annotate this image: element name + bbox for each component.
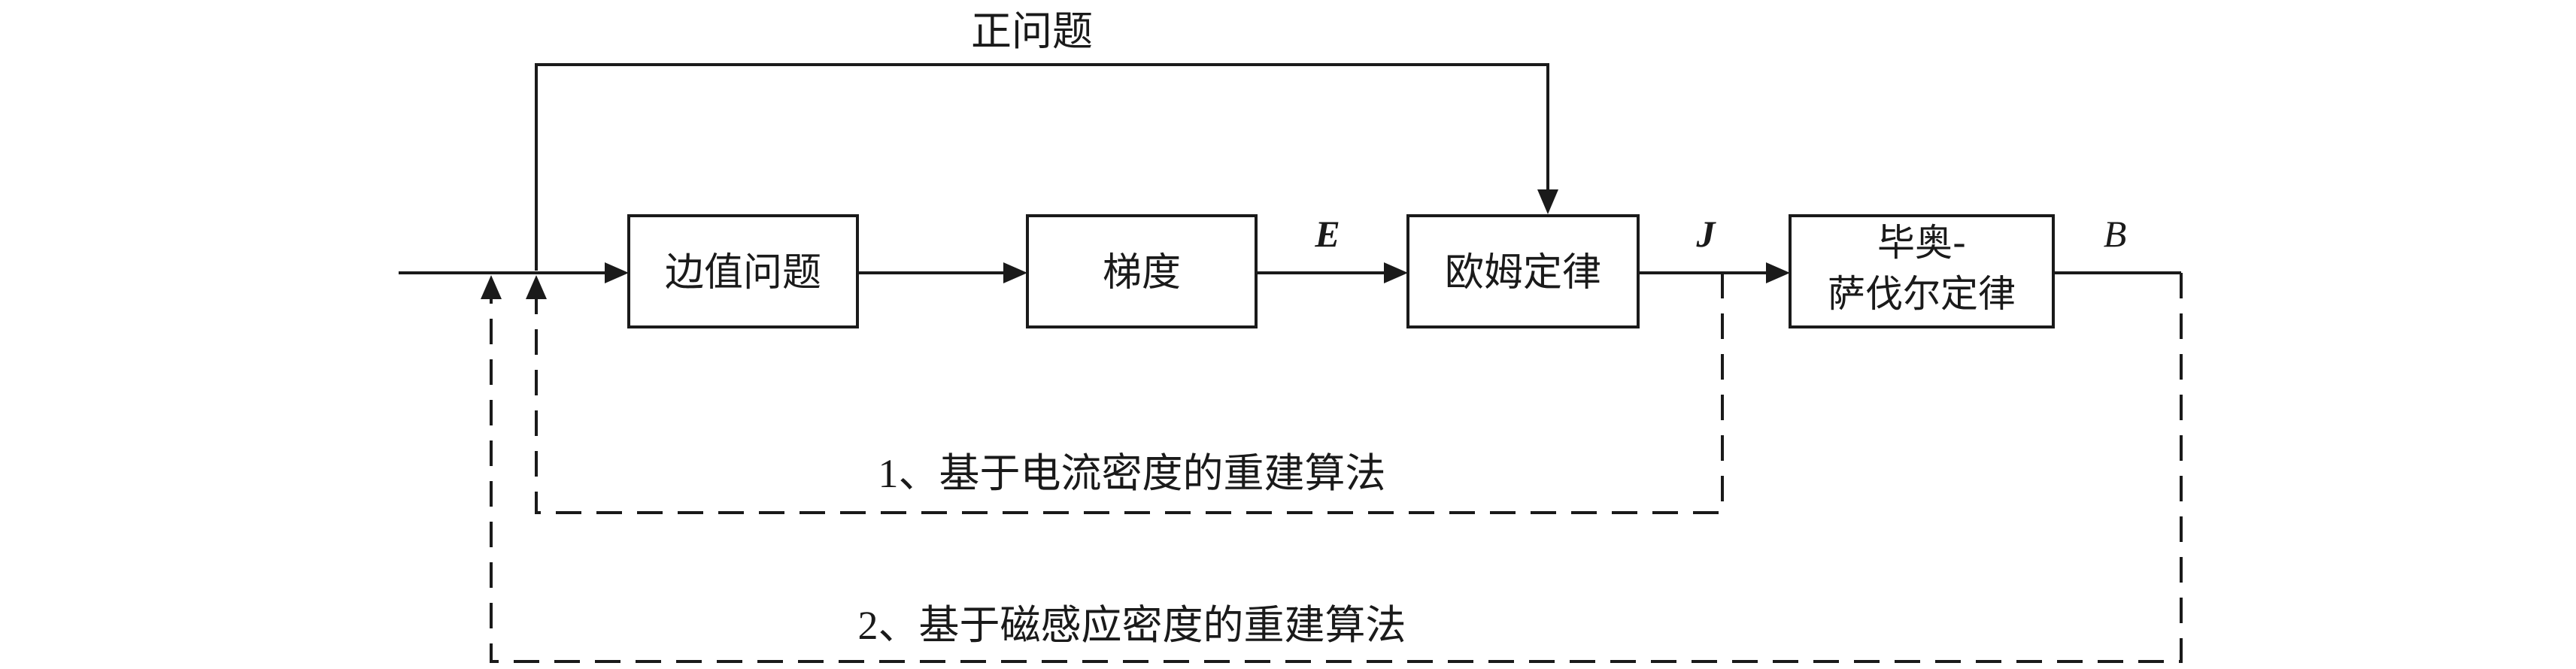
forward-problem-label: 正问题 <box>971 8 1093 55</box>
current-density-feedback-arrowhead <box>526 275 547 299</box>
magnetic-flux-feedback-path <box>490 273 2183 663</box>
magnetic-flux-feedback-arrowhead <box>481 275 502 299</box>
current-density-algorithm-label: 1、基于电流密度的重建算法 <box>878 451 1386 496</box>
magnetic-flux-label: B <box>2104 213 2127 255</box>
biot-savart-label-line2: 萨伐尔定律 <box>1828 272 2016 316</box>
current-density-feedback-path <box>535 273 1724 514</box>
ohm-law-label: 欧姆定律 <box>1445 250 1601 295</box>
biot-savart-label-line1: 毕奥- <box>1877 221 1966 265</box>
gradient-label: 梯度 <box>1103 250 1181 295</box>
boundary-value-label: 边值问题 <box>665 250 821 295</box>
magnetic-flux-algorithm-label: 2、基于磁感应密度的重建算法 <box>858 603 1406 648</box>
ohm-to-biot-arrowhead <box>1766 262 1790 283</box>
input-arrowhead <box>605 262 629 283</box>
electric-field-label: E <box>1314 213 1340 255</box>
forward-problem-arrowhead <box>1537 189 1558 214</box>
ohm-law-block <box>1406 214 1640 328</box>
gradient-to-ohm-arrowhead <box>1384 262 1408 283</box>
forward-problem-path <box>535 63 1549 271</box>
gradient-block <box>1026 214 1258 328</box>
boundary-to-gradient-arrowhead <box>1003 262 1027 283</box>
boundary-value-block <box>627 214 859 328</box>
current-density-label: J <box>1696 213 1717 255</box>
